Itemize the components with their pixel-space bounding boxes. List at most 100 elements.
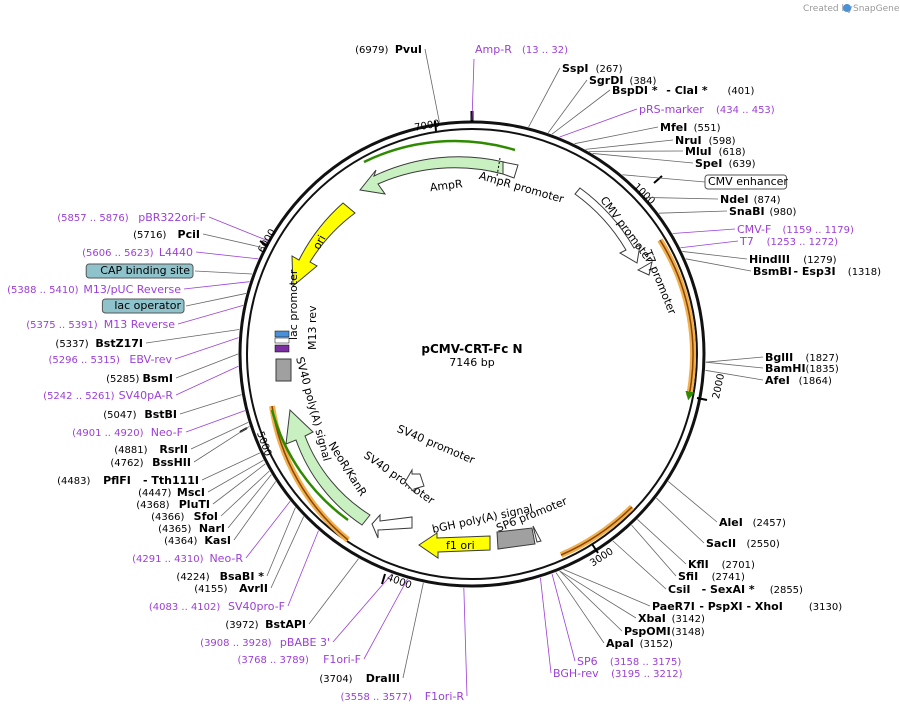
primer-position: (3158 .. 3175) bbox=[610, 657, 682, 668]
site-label-ndei[interactable]: NdeI(874) bbox=[720, 193, 781, 206]
site-label-nrui[interactable]: NruI(598) bbox=[675, 134, 736, 147]
site-label-m13-reverse[interactable]: M13 Reverse(5375 .. 5391) bbox=[26, 318, 175, 331]
primer-name: CMV-F bbox=[737, 223, 771, 236]
site-label-mfei[interactable]: MfeI(551) bbox=[660, 121, 721, 134]
site-label-neo-f[interactable]: Neo-F(4901 .. 4920) bbox=[72, 426, 183, 439]
site-label-sv40pa-r[interactable]: SV40pA-R(5242 .. 5261) bbox=[43, 389, 173, 402]
site-label-lac-operator[interactable]: lac operator bbox=[101, 298, 185, 314]
site-label-name: CMV enhancer bbox=[708, 175, 788, 188]
site-label-bstapi[interactable]: BstAPI(3972) bbox=[225, 618, 306, 631]
site-label-box bbox=[85, 263, 194, 279]
leader-cap-binding-site bbox=[194, 270, 253, 275]
site-label-l4440[interactable]: L4440(5606 .. 5623) bbox=[82, 246, 193, 259]
feature-sv40-promoter-inner[interactable]: SV40 promoter bbox=[395, 422, 477, 494]
site-label-neo-r[interactable]: Neo-R(4291 .. 4310) bbox=[132, 552, 243, 565]
site-label-sgrdi[interactable]: SgrDI(384) bbox=[589, 74, 656, 87]
plasmid-size: 7146 bp bbox=[449, 356, 494, 369]
site-label-bamhi[interactable]: BamHI(1835) bbox=[765, 362, 839, 375]
site-label-apai[interactable]: ApaI(3152) bbox=[606, 637, 673, 650]
feature-sv40-promoter-label-a: SV40 promoter bbox=[361, 449, 437, 508]
site-label-msci[interactable]: MscI(4447) bbox=[138, 486, 205, 499]
site-label-avrii[interactable]: AvrII(4155) bbox=[194, 582, 268, 595]
leader-sacii bbox=[656, 497, 705, 544]
site-label-t7[interactable]: T7(1253 .. 1272) bbox=[739, 235, 838, 248]
site-label-bsmi[interactable]: BsmI(5285) bbox=[106, 372, 173, 385]
feature-f1-ori[interactable]: f1 ori bbox=[418, 532, 491, 559]
site-label-prs-marker[interactable]: pRS-marker(434 .. 453) bbox=[639, 103, 775, 116]
leader-m13-reverse bbox=[177, 304, 244, 325]
site-label-sspi[interactable]: SspI(267) bbox=[562, 62, 623, 75]
site-label-bsshii[interactable]: BssHII(4762) bbox=[110, 456, 191, 469]
site-label-pcii[interactable]: PciI(5716) bbox=[133, 228, 200, 241]
site-label-bstbi[interactable]: BstBI(5047) bbox=[103, 408, 177, 421]
leader-rsrii bbox=[190, 422, 249, 450]
leader-apai bbox=[555, 572, 605, 644]
feature-sv40-promoter-lower[interactable]: SV40 promoter bbox=[361, 449, 437, 539]
site-label-alei[interactable]: AleI(2457) bbox=[719, 516, 786, 529]
feature-ampr-promoter-label: AmpR promoter bbox=[478, 169, 566, 206]
feature-ampr[interactable]: AmpR bbox=[359, 139, 516, 195]
site-label-mlui[interactable]: MluI(618) bbox=[685, 145, 746, 158]
site-label-box bbox=[704, 174, 788, 190]
site-label-paer7i[interactable]: PaeR7I- PspXI - XhoI(3130) bbox=[652, 600, 842, 613]
site-label-f1ori-r[interactable]: F1ori-R(3558 .. 3577) bbox=[340, 690, 464, 703]
enzyme-position: (1835) bbox=[806, 364, 839, 375]
enzyme-position: (267) bbox=[596, 64, 623, 75]
enzyme-position: (4447) bbox=[138, 488, 171, 499]
site-label-amp-r[interactable]: Amp-R(13 .. 32) bbox=[475, 43, 568, 56]
site-label-kfli[interactable]: KflI(2701) bbox=[688, 558, 755, 571]
site-label-pbabe-3[interactable]: pBABE 3'(3908 .. 3928) bbox=[200, 636, 330, 649]
site-label-bspdi[interactable]: BspDI *- ClaI *(401) bbox=[612, 84, 754, 97]
site-label-pbr322ori-f[interactable]: pBR322ori-F (5857 .. 5876) bbox=[57, 211, 206, 224]
enzyme-name: SpeI bbox=[695, 157, 722, 170]
site-label-f1ori-f[interactable]: F1ori-F(3768 .. 3789) bbox=[237, 653, 361, 666]
enzyme-name: BstZ17I bbox=[95, 337, 143, 350]
site-label-bstz17i[interactable]: BstZ17I(5337) bbox=[55, 337, 143, 350]
primer-position: (5857 .. 5876) bbox=[57, 213, 129, 224]
site-label-pluti[interactable]: PluTI(4368) bbox=[136, 498, 210, 511]
site-label-hindiii[interactable]: HindIII(1279) bbox=[749, 253, 837, 266]
site-label-kasi[interactable]: KasI(4364) bbox=[164, 534, 231, 547]
site-label-snabi[interactable]: SnaBI(980) bbox=[729, 205, 796, 218]
site-label-cap-binding-site[interactable]: CAP binding site bbox=[85, 263, 194, 279]
site-label-cmv-enhancer[interactable]: CMV enhancer bbox=[704, 174, 788, 190]
site-label-bsmbi[interactable]: BsmBI- Esp3I(1318) bbox=[753, 265, 881, 278]
tick-4000: 4000 bbox=[385, 572, 413, 591]
enzyme-position: (4155) bbox=[194, 584, 227, 595]
site-label-nari[interactable]: NarI(4365) bbox=[158, 522, 225, 535]
site-label-sfii[interactable]: SfiI(2741) bbox=[678, 570, 745, 583]
site-label-ebv-rev[interactable]: EBV-rev(5296 .. 5315) bbox=[48, 353, 172, 366]
site-label-bglii[interactable]: BglII(1827) bbox=[765, 351, 839, 364]
enzyme-position: (401) bbox=[728, 86, 755, 97]
site-label-csii[interactable]: CsiI- SexAI *(2855) bbox=[668, 583, 803, 596]
site-label-m13-puc-reverse[interactable]: M13/pUC Reverse(5388 .. 5410) bbox=[7, 283, 181, 296]
backbone-inner-ring bbox=[246, 128, 698, 580]
site-label-sacii[interactable]: SacII(2550) bbox=[706, 537, 780, 550]
primer-position: (4083 .. 4102) bbox=[149, 602, 221, 613]
leader-sfoi bbox=[220, 470, 270, 517]
enzyme-name: SacII bbox=[706, 537, 736, 550]
feature-lac-promoter[interactable]: lac promoter M13 rev bbox=[274, 269, 319, 353]
site-label-bgh-rev[interactable]: BGH-rev(3195 .. 3212) bbox=[553, 667, 683, 680]
leader-sp6 bbox=[551, 573, 576, 662]
leader-sgrdi bbox=[547, 79, 588, 133]
site-label-draiii[interactable]: DraIII(3704) bbox=[319, 672, 400, 685]
enzyme-name: SnaBI bbox=[729, 205, 765, 218]
site-label-sv40pro-f[interactable]: SV40pro-F(4083 .. 4102) bbox=[149, 600, 285, 613]
site-label-rsrii[interactable]: RsrII(4881) bbox=[114, 443, 188, 456]
site-label-sp6[interactable]: SP6(3158 .. 3175) bbox=[577, 655, 681, 668]
feature-ori[interactable]: ori bbox=[291, 202, 356, 288]
site-label-xbai[interactable]: XbaI(3142) bbox=[638, 612, 705, 625]
enzyme-position: (3152) bbox=[640, 639, 673, 650]
site-label-bsabi[interactable]: BsaBI *(4224) bbox=[176, 570, 264, 583]
primer-name: pBR322ori-F bbox=[138, 211, 206, 224]
site-label-pspomi[interactable]: PspOMI(3148) bbox=[624, 625, 705, 638]
site-label-cmv-f[interactable]: CMV-F(1159 .. 1179) bbox=[737, 223, 854, 236]
enzyme-position: (3148) bbox=[671, 627, 704, 638]
enzyme-name: BspDI * bbox=[612, 84, 658, 97]
site-label-spei[interactable]: SpeI(639) bbox=[695, 157, 756, 170]
site-label-sfoi[interactable]: SfoI(4366) bbox=[151, 510, 218, 523]
site-label-afei[interactable]: AfeI(1864) bbox=[765, 374, 832, 387]
site-label-pvui[interactable]: PvuI(6979) bbox=[355, 43, 422, 56]
